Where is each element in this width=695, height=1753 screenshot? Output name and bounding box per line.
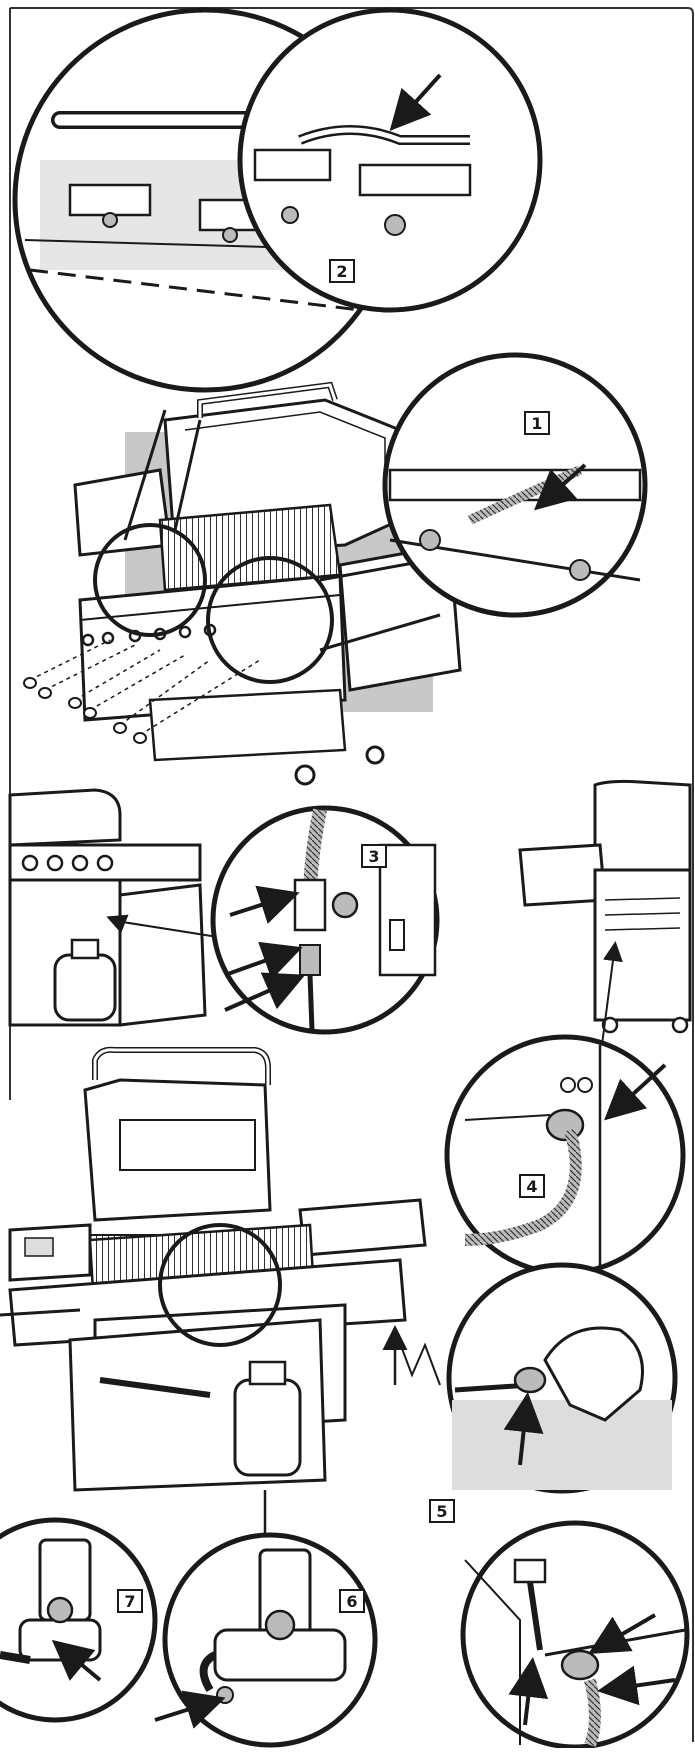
magnify-step5-hose <box>460 1520 690 1750</box>
valve-highlight-right <box>206 556 334 684</box>
caster-wheel <box>365 745 385 765</box>
magnify-step5-regulator <box>446 1262 678 1494</box>
magnify-step7: 7 <box>0 1517 158 1723</box>
callout-3: 3 <box>368 847 379 866</box>
caster-wheel <box>294 764 316 786</box>
callout-4: 4 <box>526 1177 537 1196</box>
grill-right-side-view <box>518 779 692 1061</box>
magnify-valve-step2: 2 <box>237 7 543 313</box>
propane-tank <box>53 938 117 1022</box>
removed-knobs <box>23 677 147 744</box>
callout-2: 2 <box>336 262 347 281</box>
grill-cabinet <box>148 688 347 762</box>
front-tank <box>233 1360 302 1477</box>
callout-1: 1 <box>531 414 542 433</box>
callout-5-box: 5 <box>429 1499 455 1523</box>
magnify-step3: 3 <box>210 805 440 1035</box>
callout-5: 5 <box>436 1502 447 1521</box>
magnify-step6: 6 <box>154 1532 378 1748</box>
grill-left-side-view <box>8 788 301 1027</box>
valve-highlight-left <box>93 523 207 637</box>
left-side-shelf <box>73 468 172 557</box>
grill-top-view <box>23 381 462 786</box>
grill-front-view <box>0 1046 441 1540</box>
magnify-step4: 4 <box>444 1034 686 1276</box>
callout-6: 6 <box>346 1592 357 1611</box>
magnify-valve-step1: 1 <box>382 352 648 618</box>
front-valve-highlight <box>158 1223 282 1347</box>
callout-7: 7 <box>124 1592 135 1611</box>
knob-removal-dashes <box>29 639 261 736</box>
